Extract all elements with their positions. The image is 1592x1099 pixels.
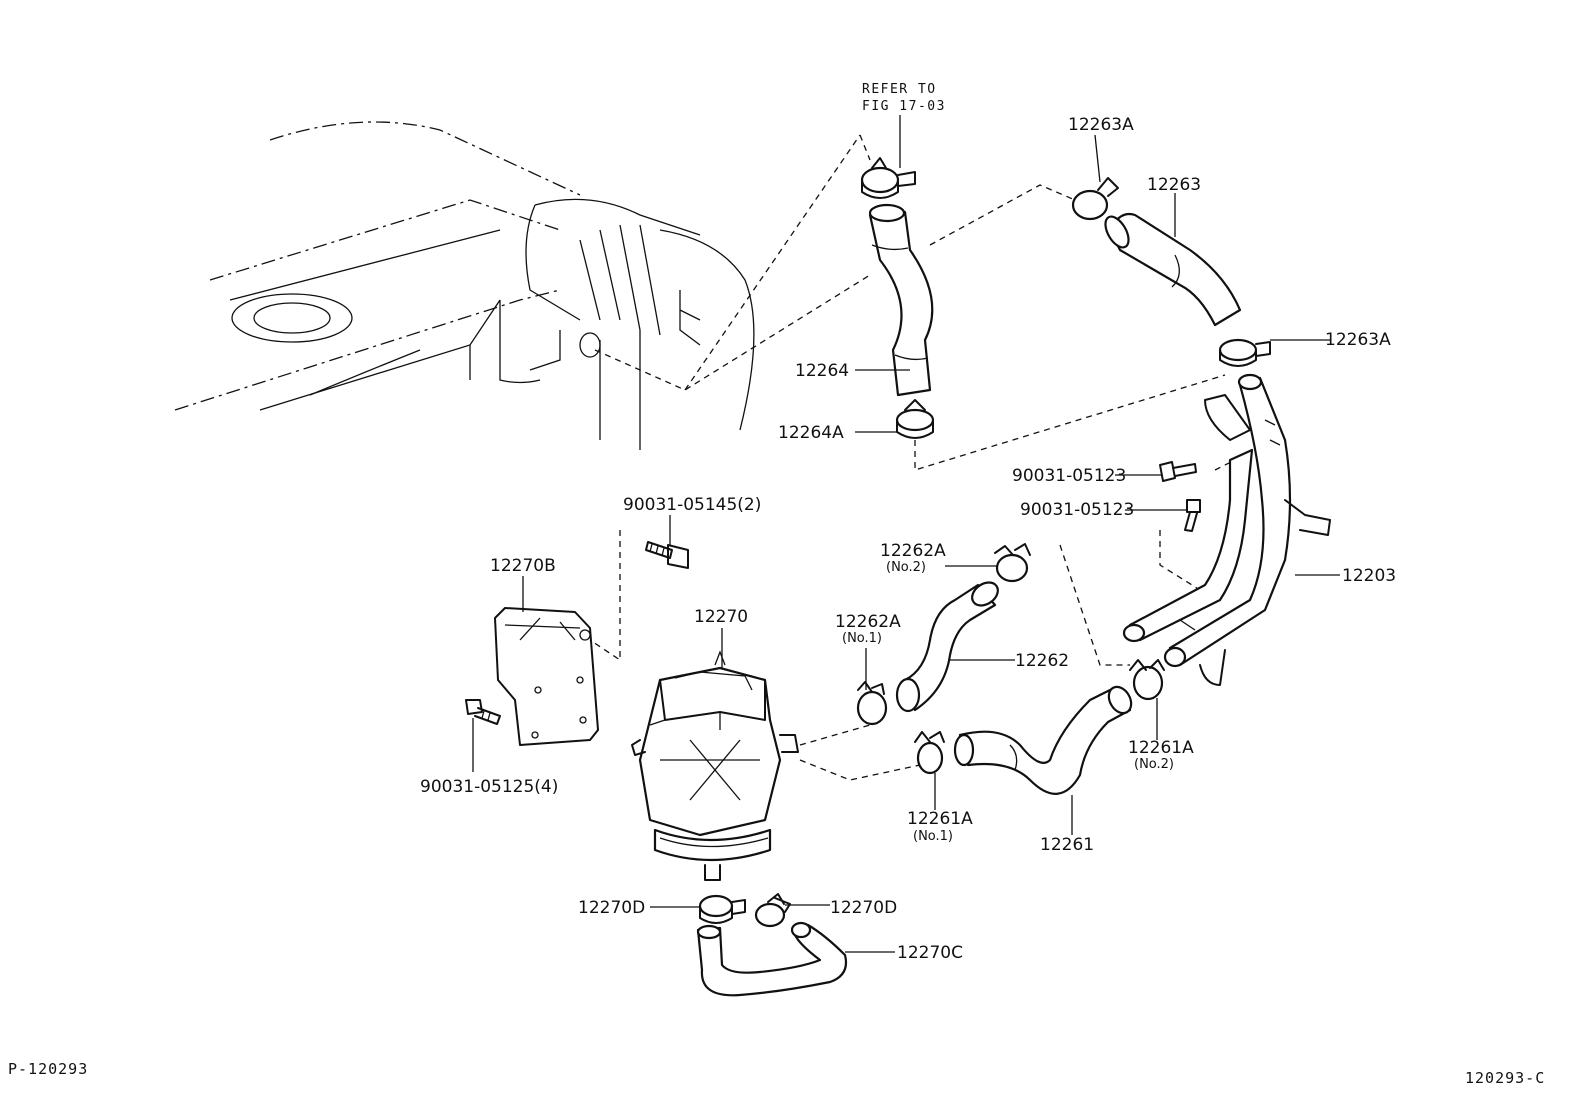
labels: REFER TO FIG 17-03 12263A 12263 12263A 1… (8, 82, 1545, 1087)
hose-12262 (895, 581, 999, 713)
clamp-12270D-right (754, 893, 791, 928)
label-12263A-top: 12263A (1068, 115, 1134, 135)
bolt-90031-05123-a (1159, 461, 1197, 482)
relation-lines (589, 134, 1246, 781)
intake-duct (525, 198, 755, 450)
label-12203: 12203 (1342, 566, 1396, 586)
bolt-90031-05125 (465, 699, 501, 725)
clamp-12261A-no1 (914, 731, 945, 775)
clamp-12263A-right (1218, 338, 1271, 367)
pipe-12203 (1122, 373, 1331, 686)
bolt-90031-05123-b (1184, 499, 1201, 532)
label-12264: 12264 (795, 361, 849, 381)
label-12261A-no2-sub: (No.2) (1134, 757, 1174, 772)
hose-12261 (953, 685, 1133, 795)
label-90031-05145: 90031-05145(2) (623, 495, 761, 515)
bracket-12270B (494, 607, 599, 746)
clamp-12261A-no2 (1129, 659, 1165, 701)
clamp-12264A (895, 399, 935, 439)
label-90031-05125: 90031-05125(4) (420, 777, 558, 797)
label-12270D-left: 12270D (578, 898, 645, 918)
label-90031-05123-a: 90031-05123 (1012, 466, 1126, 486)
label-12262A-no1-sub: (No.1) (842, 631, 882, 646)
label-12261A-no2: 12261A (1128, 738, 1194, 758)
bolt-90031-05145 (645, 541, 689, 569)
label-12270C: 12270C (897, 943, 963, 963)
clamp-12270D-left (698, 894, 746, 924)
footer-code-left: P-120293 (8, 1060, 88, 1078)
label-12262A-no1: 12262A (835, 612, 901, 632)
hose-12270C (696, 921, 848, 997)
engine-outline (174, 121, 581, 411)
clamp-12262A-no1 (856, 681, 888, 726)
leader-lines (472, 115, 1340, 953)
clamp-12262A-no2 (994, 543, 1031, 583)
label-12261: 12261 (1040, 835, 1094, 855)
label-12261A-no1-sub: (No.1) (913, 829, 953, 844)
label-12270D-right: 12270D (830, 898, 897, 918)
hose-12263 (1104, 212, 1242, 327)
label-12270: 12270 (694, 607, 748, 627)
reference-note-line-1: REFER TO (862, 82, 937, 97)
hose-12264 (868, 203, 934, 397)
label-12262A-no2: 12262A (880, 541, 946, 561)
label-12261A-no1: 12261A (907, 809, 973, 829)
label-90031-05123-b: 90031-05123 (1020, 500, 1134, 520)
label-12262: 12262 (1015, 651, 1069, 671)
clamp-12263A-top (1071, 177, 1119, 221)
label-12263: 12263 (1147, 175, 1201, 195)
air-pump-12270 (631, 650, 799, 881)
label-12262A-no2-sub: (No.2) (886, 560, 926, 575)
clamp-upper-12264 (860, 157, 916, 199)
footer-code-right: 120293-C (1465, 1069, 1545, 1087)
label-12263A-right: 12263A (1325, 330, 1391, 350)
label-12264A: 12264A (778, 423, 844, 443)
reference-note-line-2: FIG 17-03 (862, 99, 946, 114)
label-12270B: 12270B (490, 556, 556, 576)
